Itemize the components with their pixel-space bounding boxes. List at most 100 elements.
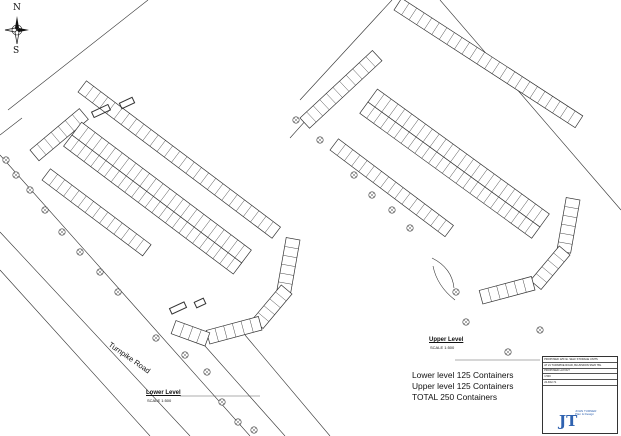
container-divider — [221, 189, 231, 201]
container-divider — [76, 145, 86, 157]
container-divider — [142, 129, 152, 141]
container-divider — [408, 7, 417, 20]
container-divider — [160, 188, 171, 202]
container-divider — [90, 155, 100, 167]
tree-icon-stroke — [77, 249, 83, 255]
container-divider — [537, 91, 546, 104]
road-edge — [0, 231, 191, 436]
container-divider — [446, 32, 455, 45]
vehicle-icon — [168, 301, 188, 315]
vehicle-icon — [118, 96, 136, 110]
container-divider — [448, 166, 458, 179]
container-divider — [402, 113, 412, 128]
container-divider — [429, 133, 440, 148]
container-divider — [284, 246, 299, 250]
container-divider — [422, 128, 433, 143]
container-divider — [423, 209, 433, 221]
title-block: PROPOSED 125 No. SELF STORAGE UNITS AT 2… — [542, 356, 618, 434]
title-site: AT 21 TURNPIKE ROAD, BLUNSDON SN26 7BL — [543, 363, 617, 369]
container-divider — [92, 137, 103, 151]
container-divider — [535, 273, 548, 283]
container-block-central-b — [71, 121, 252, 264]
lower-level-label: Lower Level — [146, 390, 181, 396]
tree-icon-stroke — [153, 335, 159, 341]
container-divider — [505, 188, 516, 203]
container-divider — [135, 124, 145, 136]
container-divider — [199, 237, 208, 249]
compass-north-label: N — [13, 3, 21, 13]
tree-icon-stroke — [97, 269, 103, 275]
gate-swing-arc — [431, 257, 455, 289]
container-divider — [200, 172, 209, 185]
container-divider — [228, 194, 238, 206]
tree-icon-stroke — [182, 352, 188, 358]
container-divider — [561, 223, 576, 227]
company-logo-icon: JT — [559, 411, 578, 430]
container-row-upper-nw — [299, 49, 383, 129]
container-divider — [544, 96, 553, 109]
container-divider — [113, 107, 123, 120]
tree-icon-stroke — [369, 192, 375, 198]
container-divider — [387, 182, 397, 194]
container-divider — [563, 215, 577, 218]
tree-icon-stroke — [204, 369, 210, 375]
container-divider — [559, 232, 574, 236]
container-divider — [457, 153, 467, 168]
container-divider — [128, 118, 137, 131]
container-divider — [380, 116, 389, 129]
container-divider — [344, 149, 353, 161]
title-number: 22-K02-71 — [543, 380, 617, 386]
upper-level-scale: SCALE 1:500 — [430, 345, 455, 350]
tree-icon-stroke — [537, 327, 543, 333]
container-row-upper-ne — [393, 0, 584, 129]
tree-icon-stroke — [351, 172, 357, 178]
container-divider — [510, 211, 520, 224]
site-boundary — [439, 0, 621, 211]
site-boundary — [7, 0, 149, 111]
container-divider — [221, 234, 232, 248]
container-divider — [366, 106, 376, 119]
container-divider — [257, 216, 267, 228]
container-divider — [119, 157, 130, 171]
container-divider — [227, 239, 238, 253]
container-divider — [281, 263, 296, 267]
container-divider — [490, 196, 499, 209]
container-divider — [99, 96, 109, 109]
container-divider — [564, 206, 579, 210]
container-divider — [522, 81, 531, 94]
container-divider — [400, 131, 410, 144]
container-divider — [212, 247, 222, 259]
container-divider — [98, 142, 109, 156]
container-divider — [332, 87, 343, 98]
company-name-line: Plan & Design — [575, 412, 595, 417]
gate-swing-arc — [432, 265, 456, 301]
tree-icon-stroke — [407, 225, 413, 231]
container-divider — [507, 71, 516, 84]
compass-south-label: S — [13, 46, 20, 56]
container-divider — [461, 42, 470, 55]
container-divider — [541, 266, 553, 276]
container-divider — [219, 252, 229, 264]
container-divider — [84, 201, 94, 213]
vehicle-icon — [193, 297, 207, 309]
container-divider — [476, 186, 486, 199]
site-boundary — [299, 0, 393, 101]
container-divider — [553, 252, 565, 263]
container-divider — [104, 165, 113, 178]
container-divider — [194, 214, 204, 228]
tree-icon-stroke — [115, 289, 121, 295]
container-divider — [401, 192, 411, 205]
container-divider — [165, 211, 175, 224]
site-boundary — [0, 117, 23, 136]
lower-level-scale: SCALE 1:500 — [147, 398, 172, 403]
container-divider — [240, 321, 245, 335]
container-divider — [110, 170, 120, 183]
road-edge — [0, 269, 151, 436]
container-divider — [149, 134, 159, 147]
container-divider — [365, 56, 376, 68]
tree-icon-stroke — [219, 399, 225, 405]
container-divider — [373, 111, 382, 124]
north-arrow-icon: N S — [2, 2, 32, 60]
container-divider — [223, 325, 228, 340]
road-edge — [0, 154, 251, 436]
